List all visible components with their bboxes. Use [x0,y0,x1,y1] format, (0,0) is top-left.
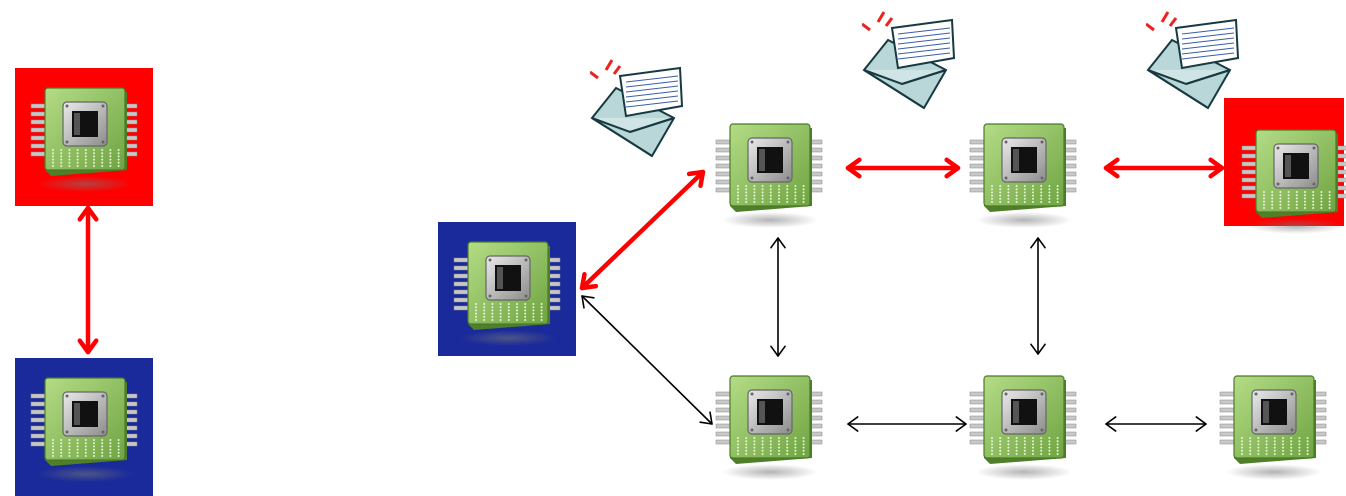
network-link-origin-top-1-active-arrow [579,169,706,291]
processor-chip-icon [1219,375,1327,480]
processor-chip-icon [1241,129,1346,234]
arrowhead [1208,157,1225,179]
arrowhead [770,345,786,357]
processor-chip-icon [969,123,1077,228]
processor-chip-icon [30,87,138,192]
network-link-bottom-2-bottom-3-arrow [1105,416,1207,432]
network-link-top-2-top-3-active-arrow [1103,157,1225,179]
network-node-bottom-1 [708,362,828,482]
arrowhead [1030,237,1046,249]
arrowhead [1195,416,1207,432]
arrowhead [1103,157,1120,179]
network-node-bottom-3 [1212,362,1332,482]
processor-chip-icon [715,375,823,480]
pair-link-pair-top-pair-bottom-active-arrow [77,205,99,355]
arrowhead [1105,416,1117,432]
arrowhead [686,169,706,189]
arrowhead [847,416,859,432]
network-link-origin-bottom-1-arrow [581,295,713,425]
arrowhead [944,157,961,179]
pair-node-pair-top [15,68,153,206]
arrowhead [699,411,713,425]
network-node-bottom-2 [962,362,1082,482]
arrowhead [1030,343,1046,355]
processor-chip-icon [30,377,138,482]
arrowhead [770,237,786,249]
arrowhead [955,416,967,432]
arrowhead [77,338,99,355]
network-node-top-1 [708,110,828,230]
envelope-letter-icon [1145,10,1246,110]
network-link-top-1-bottom-1-arrow [770,237,786,357]
arrowhead [845,157,862,179]
processor-chip-icon [715,123,823,228]
pair-node-pair-bottom [15,358,153,496]
envelope-letter-icon [589,58,690,158]
processor-chip-icon [453,241,561,346]
network-node-origin [438,222,576,356]
network-link-top-2-bottom-2-arrow [1030,237,1046,355]
envelope-letter-icon [861,10,962,110]
arrowhead [579,271,599,291]
processor-chip-icon [969,375,1077,480]
network-link-top-1-top-2-active-arrow [845,157,961,179]
network-node-top-2 [962,110,1082,230]
arrowhead [581,295,595,309]
arrowhead [77,205,99,222]
network-node-top-3 [1224,98,1346,234]
network-link-bottom-1-bottom-2-arrow [847,416,967,432]
